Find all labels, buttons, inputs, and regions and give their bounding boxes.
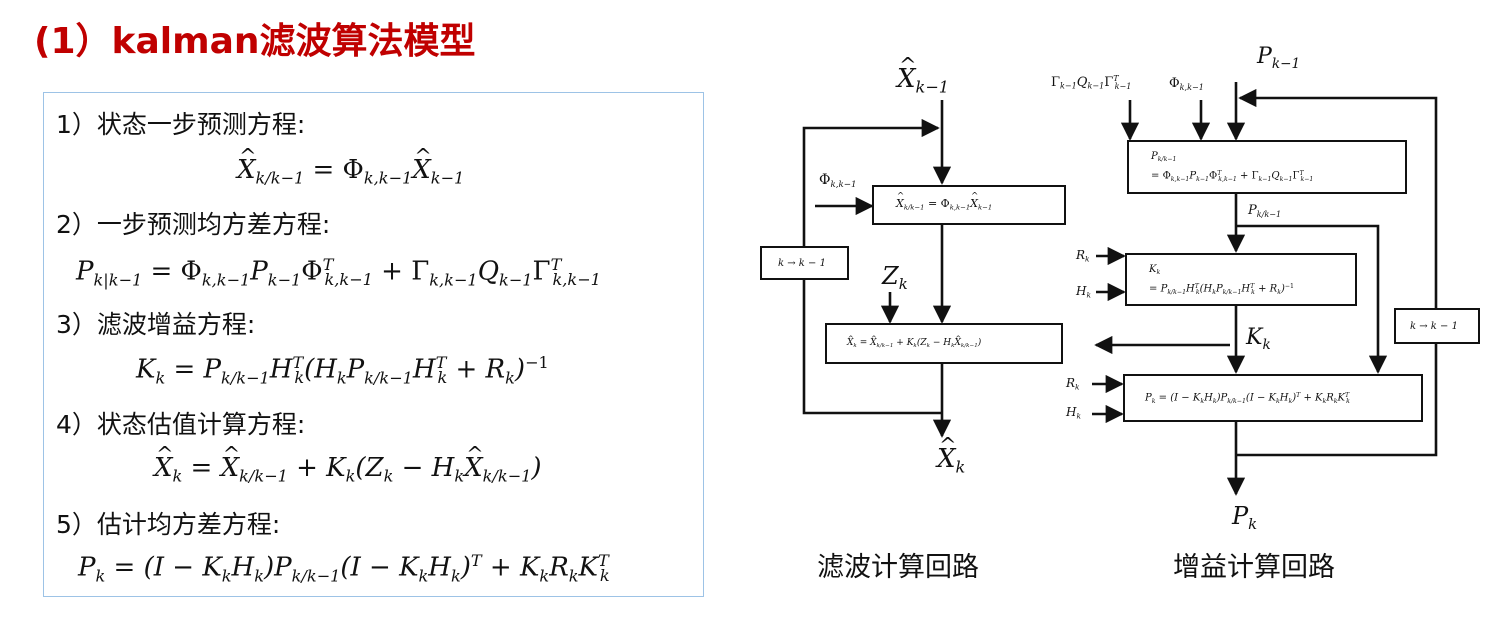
caption-filter-loop: 滤波计算回路 — [817, 552, 979, 583]
label-zk: Zk — [882, 262, 908, 294]
page-title: (1）kalman滤波算法模型 — [34, 21, 476, 62]
step-5-label: 5）估计均方差方程: — [56, 510, 281, 539]
step-1-label: 1）状态一步预测方程: — [56, 110, 306, 139]
label-rk-cov: Rk — [1066, 376, 1080, 392]
box-covariance-update: Pk = (I − KkHk)Pk/k−1(I − KkHk)T + KkRkK… — [1123, 374, 1423, 422]
box-gain: Kk = Pk/k−1HTk(HkPk/k−1HTk + Rk)−1 — [1125, 253, 1357, 306]
box-loop-left: k → k − 1 — [760, 246, 849, 280]
equation-panel: 1）状态一步预测方程: Xk/k−1 = Φk,k−1Xk−1 2）一步预测均方… — [43, 92, 704, 597]
label-hk-gain: Hk — [1076, 284, 1091, 300]
label-hk-cov: Hk — [1066, 405, 1081, 421]
equation-filter-gain: Kk = Pk/k−1HTk(HkPk/k−1HTk + Rk)−1 — [136, 353, 549, 388]
label-phi-kk1: Φk,k−1 — [819, 172, 857, 191]
step-4-label: 4）状态估值计算方程: — [56, 410, 306, 439]
label-kk: Kk — [1246, 325, 1271, 353]
label-xhat-k-minus-1: Xk−1 — [897, 53, 949, 97]
equation-state-estimate: Xk = Xk/k−1 + Kk(Zk − HkXk/k−1) — [154, 442, 542, 486]
label-pkk1-mid: Pk/k−1 — [1248, 203, 1282, 219]
box-state-update: Xk = Xk/k−1 + Kk(Zk − HkXk/k−1) — [825, 323, 1063, 364]
label-pk: Pk — [1232, 502, 1258, 534]
label-phi-k-k1-right: Φk,k−1 — [1169, 76, 1204, 92]
label-p-k-minus-1: Pk−1 — [1257, 44, 1301, 72]
label-xhat-k: Xk — [937, 433, 965, 477]
equation-estimate-covariance: Pk = (I − KkHk)Pk/k−1(I − KkHk)T + KkRkK… — [78, 551, 610, 586]
caption-gain-loop: 增益计算回路 — [1173, 552, 1335, 583]
step-3-label: 3）滤波增益方程: — [56, 310, 256, 339]
box-loop-right: k → k − 1 — [1394, 308, 1480, 344]
arrow-gain-feedback — [1236, 88, 1438, 457]
box-state-prediction: Xk/k−1 = Φk,k−1Xk−1 — [872, 185, 1066, 225]
label-gamma-q-gamma: Γk−1Qk−1ΓTk−1 — [1051, 74, 1132, 91]
step-2-label: 2）一步预测均方差方程: — [56, 210, 331, 239]
equation-prediction-covariance: Pk|k−1 = Φk,k−1Pk−1ΦTk,k−1 + Γk,k−1Qk−1Γ… — [76, 255, 601, 290]
label-rk-gain: Rk — [1076, 248, 1090, 264]
equation-state-prediction: Xk/k−1 = Φk,k−1Xk−1 — [237, 144, 464, 188]
box-covariance-prediction: Pk/k−1 = Φk,k−1Pk−1ΦTk,k−1 + Γk−1Qk−1ΓTk… — [1127, 140, 1407, 194]
arrow-pkk1-to-covariance — [1236, 224, 1388, 374]
